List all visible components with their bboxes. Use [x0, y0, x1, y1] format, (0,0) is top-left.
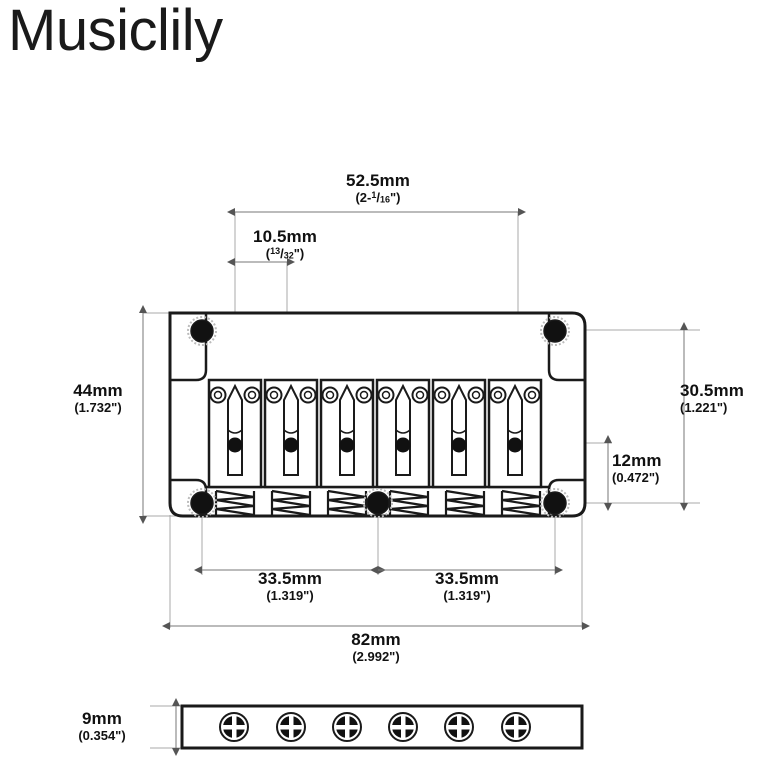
- saddle-4: [375, 378, 431, 489]
- spring-5: [444, 489, 486, 517]
- brand-logo: Musiclily: [8, 0, 223, 63]
- dim-label-mount-spacing-left: 33.5mm (1.319"): [258, 569, 322, 603]
- top-mount-holes: [187, 316, 570, 346]
- dim-label-string-spacing-total: 52.5mm (2-1/16"): [346, 171, 410, 205]
- mount-hole-bottom-right: [540, 488, 570, 518]
- dim-label-plate-width: 82mm (2.992"): [351, 630, 401, 664]
- mount-hole-top-left: [187, 316, 217, 346]
- spring-2: [270, 489, 312, 517]
- saddle-3: [319, 378, 375, 489]
- dimension-lines: [139, 208, 688, 756]
- string-hole-5: [444, 712, 474, 742]
- dim-label-mount-spacing-right: 33.5mm (1.319"): [435, 569, 499, 603]
- mount-hole-bottom-left: [187, 488, 217, 518]
- plate-shoulder-lower-right: [547, 478, 585, 516]
- spring-6: [500, 489, 542, 517]
- dim-label-mount-hole-depth: 30.5mm (1.221"): [680, 381, 744, 415]
- plate-shoulder-left: [170, 313, 208, 382]
- bridge-plate-side-view: [180, 704, 584, 750]
- saddle-5: [431, 378, 487, 489]
- plate-shoulder-right: [547, 313, 585, 382]
- string-hole-4: [388, 712, 418, 742]
- string-hole-2: [276, 712, 306, 742]
- string-hole-6: [501, 712, 531, 742]
- dim-label-plate-depth: 44mm (1.732"): [73, 381, 123, 415]
- string-hole-1: [219, 712, 249, 742]
- spring-3: [326, 489, 368, 517]
- mount-hole-bottom-center: [363, 488, 393, 518]
- string-hole-3: [332, 712, 362, 742]
- dim-label-string-spacing-single: 10.5mm (13/32"): [253, 227, 317, 261]
- dim-label-plate-thickness: 9mm (0.354"): [78, 709, 126, 743]
- saddle-group: [207, 378, 543, 489]
- string-through-holes: [219, 712, 531, 742]
- mount-hole-top-right: [540, 316, 570, 346]
- saddle-2: [263, 378, 319, 489]
- dim-label-saddle-to-hole: 12mm (0.472"): [612, 451, 662, 485]
- spring-group: [214, 489, 542, 517]
- saddle-1: [207, 378, 263, 489]
- saddle-6: [487, 378, 543, 489]
- bottom-mount-holes: [187, 488, 570, 518]
